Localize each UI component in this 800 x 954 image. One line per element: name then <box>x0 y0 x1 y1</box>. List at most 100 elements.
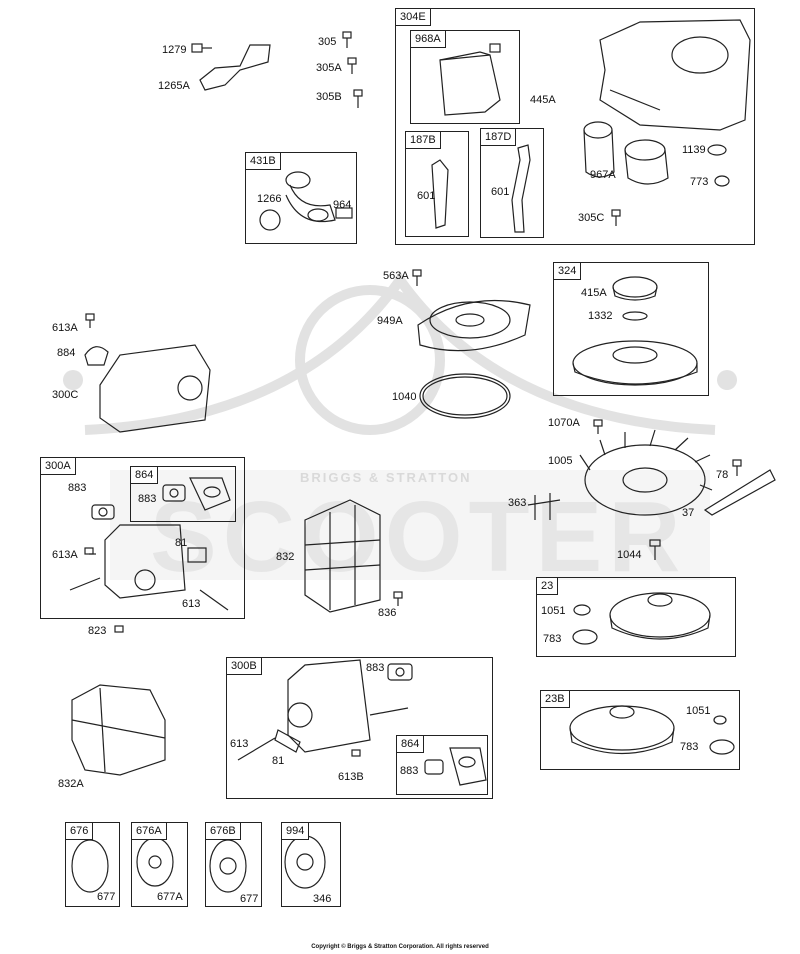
air-cleaner-cover-968A-drawing <box>439 43 501 116</box>
part-label-305A: 305A <box>316 62 342 74</box>
kit-box-994: 994 <box>281 822 341 907</box>
gasket-1332-drawing <box>622 311 648 321</box>
part-label-832A: 832A <box>58 778 84 790</box>
part-label-677-a: 677 <box>97 891 116 903</box>
pipe-81-b-drawing <box>274 729 301 753</box>
screw-836-drawing <box>393 591 403 606</box>
kit-tag-23: 23 <box>537 578 559 595</box>
part-label-601-b: 601 <box>491 186 510 198</box>
part-label-305C: 305C <box>578 212 605 224</box>
brake-37-drawing <box>703 469 776 516</box>
part-label-613-b: 613 <box>230 738 249 750</box>
kit-box-300A: 300A <box>40 457 245 619</box>
flywheel-23-drawing <box>609 592 711 640</box>
part-label-81-a: 81 <box>175 537 188 549</box>
washer-1139-drawing <box>707 144 727 156</box>
screw-78-drawing <box>732 459 742 476</box>
part-label-601-a: 601 <box>417 190 436 202</box>
part-label-1265A: 1265A <box>158 80 190 92</box>
kit-box-431B: 431B <box>245 152 357 244</box>
part-label-773: 773 <box>690 176 709 188</box>
screw-563A-drawing <box>412 269 422 286</box>
kit-tag-676: 676 <box>66 823 94 840</box>
part-label-78: 78 <box>716 469 729 481</box>
gear-783-a-drawing <box>572 629 598 645</box>
part-label-305: 305 <box>318 36 337 48</box>
part-label-883-d: 883 <box>400 765 419 777</box>
gasket-883-d-drawing <box>424 759 444 775</box>
part-label-613B: 613B <box>338 771 364 783</box>
part-label-883-b: 883 <box>138 493 157 505</box>
kit-box-23: 23 <box>536 577 736 657</box>
adapter-864-b-drawing <box>449 747 487 786</box>
kit-box-187D: 187D <box>480 128 544 238</box>
kit-tag-968A: 968A <box>411 31 446 48</box>
bolt-1279-drawing <box>191 43 212 53</box>
kit-box-864-a: 864 <box>130 466 236 522</box>
part-label-883-a: 883 <box>68 482 87 494</box>
kit-tag-324: 324 <box>554 263 582 280</box>
screen-949A-drawing <box>417 299 531 352</box>
kit-box-23B: 23B <box>540 690 740 770</box>
part-label-836: 836 <box>378 607 397 619</box>
part-label-677A: 677A <box>157 891 183 903</box>
kit-tag-187D: 187D <box>481 129 517 146</box>
part-label-1044: 1044 <box>617 549 642 561</box>
screw-305-drawing <box>342 31 352 48</box>
part-label-967A: 967A <box>590 169 616 181</box>
kit-box-187B: 187B <box>405 131 469 237</box>
part-label-964: 964 <box>333 199 352 211</box>
muffler-300C-drawing <box>99 344 211 433</box>
part-label-363: 363 <box>508 497 527 509</box>
watermark-name: SCOOTER <box>150 481 687 593</box>
ring-1040-drawing <box>419 373 511 419</box>
kit-tag-300A: 300A <box>41 458 76 475</box>
part-label-613A-mid: 613A <box>52 549 78 561</box>
dipstick-tube-187B-drawing <box>431 159 449 229</box>
part-label-81-b: 81 <box>272 755 285 767</box>
precleaner-967A-drawing <box>624 139 669 185</box>
screw-305C-drawing <box>611 209 621 226</box>
part-label-1266: 1266 <box>257 193 282 205</box>
guard-832A-drawing <box>71 684 166 776</box>
kit-box-324: 324 <box>553 262 709 396</box>
guard-676B-drawing <box>209 839 247 893</box>
part-label-563A: 563A <box>383 270 409 282</box>
screw-305A-drawing <box>347 57 357 74</box>
part-label-1051-a: 1051 <box>541 605 566 617</box>
stud-613-a-drawing <box>199 589 229 611</box>
gasket-883-b-drawing <box>162 484 186 502</box>
kit-box-676A: 676A <box>131 822 188 907</box>
guard-676-drawing <box>71 839 109 893</box>
part-label-832: 832 <box>276 551 295 563</box>
part-label-1005: 1005 <box>548 455 573 467</box>
kit-box-676B: 676B <box>205 822 262 907</box>
kit-box-864-b: 864 <box>396 735 488 795</box>
clamp-884-drawing <box>84 346 109 366</box>
part-label-300C: 300C <box>52 389 79 401</box>
kit-tag-864-a: 864 <box>131 467 159 484</box>
part-label-613A-top: 613A <box>52 322 78 334</box>
part-label-445A: 445A <box>530 94 556 106</box>
part-label-346: 346 <box>313 893 332 905</box>
part-label-823: 823 <box>88 625 107 637</box>
part-label-1139: 1139 <box>682 144 706 156</box>
kit-tag-23B: 23B <box>541 691 570 708</box>
part-label-783-b: 783 <box>680 741 699 753</box>
flywheel-23B-drawing <box>569 705 675 755</box>
part-label-613-a: 613 <box>182 598 201 610</box>
part-label-1070A: 1070A <box>548 417 580 429</box>
screw-613A-top-drawing <box>85 313 95 328</box>
kit-box-304E: 304E <box>395 8 755 245</box>
key-1051-b-drawing <box>713 715 727 725</box>
elbow-431B-drawing <box>259 171 353 231</box>
gasket-883-c-drawing <box>387 663 413 681</box>
part-label-883-c: 883 <box>366 662 385 674</box>
kit-tag-676B: 676B <box>206 823 241 840</box>
cap-415A-drawing <box>612 276 658 301</box>
kit-box-968A: 968A <box>410 30 520 124</box>
bracket-363-drawing <box>527 493 561 520</box>
